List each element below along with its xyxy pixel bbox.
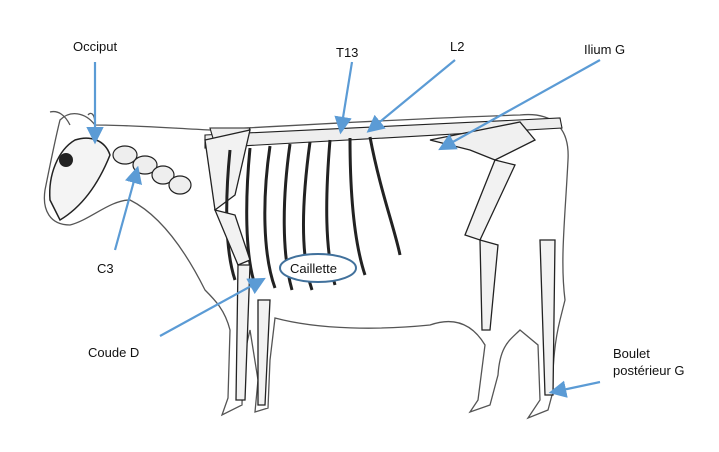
label-boulet-line1: Boulet — [613, 346, 650, 361]
label-coude: Coude D — [88, 345, 140, 360]
label-ilium: Ilium G — [584, 42, 626, 57]
label-occiput: Occiput — [73, 39, 118, 54]
label-boulet-line2: postérieur G — [613, 363, 685, 378]
label-boulet: Boulet postérieur G — [613, 345, 685, 379]
cervical-vertebrae — [112, 145, 192, 195]
skull — [49, 137, 111, 222]
label-l2: L2 — [450, 39, 465, 54]
limb-bones — [213, 159, 556, 406]
label-t13: T13 — [336, 45, 359, 60]
label-c3: C3 — [97, 261, 114, 276]
pointer-arrows — [86, 59, 601, 398]
pelvis — [429, 121, 537, 161]
caillette-ellipse — [279, 253, 357, 283]
label-caillette: Caillette — [290, 261, 337, 276]
